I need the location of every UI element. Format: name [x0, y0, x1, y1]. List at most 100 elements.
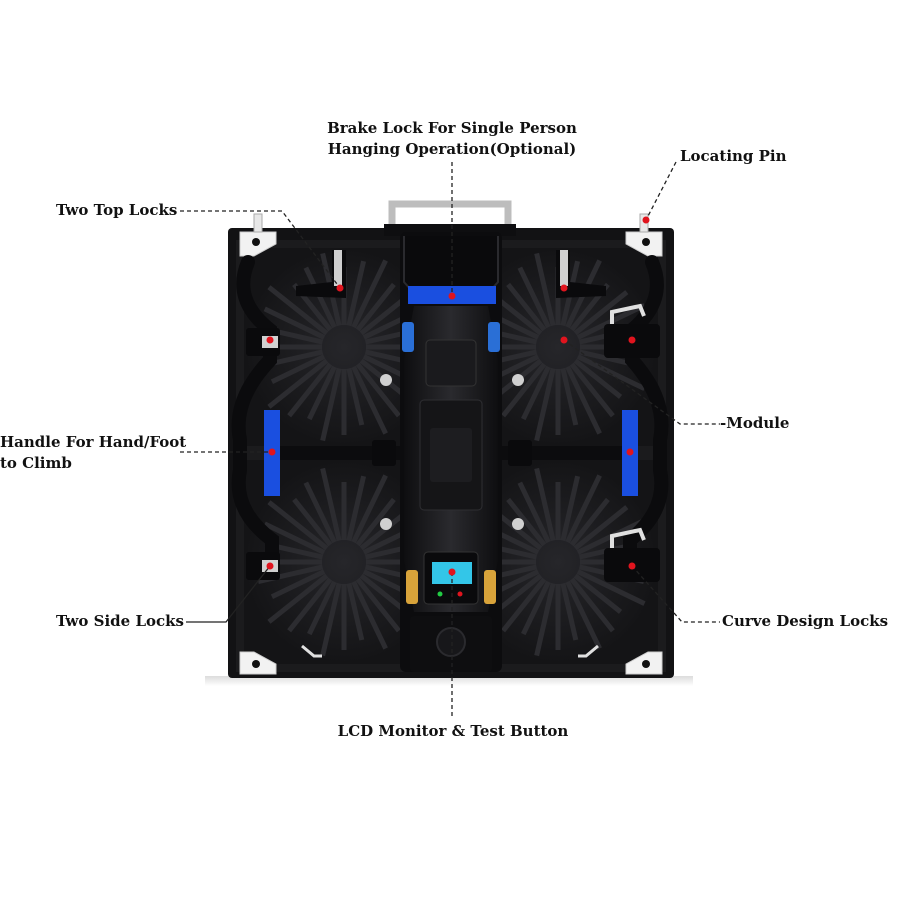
module-ray: [303, 481, 337, 544]
red-dot-icon: [266, 336, 274, 344]
module-ray: [355, 282, 396, 332]
module-ray: [359, 573, 409, 614]
side-locks: [246, 328, 280, 580]
module-ray: [576, 354, 646, 391]
top-lock-right: [556, 250, 606, 298]
module-ray: [346, 260, 367, 327]
module-ray: [501, 362, 547, 418]
module-ray: [307, 580, 337, 636]
module-ray: [565, 580, 602, 650]
module-ray: [270, 569, 326, 599]
red-markers: [266, 216, 650, 576]
side-rails: [231, 255, 669, 567]
module-ray: [292, 497, 333, 547]
callout-lcd-monitor: LCD Monitor & Test Button: [300, 721, 606, 742]
module-ray: [351, 580, 388, 650]
brass-connector-left: [406, 570, 418, 604]
module-ray: [351, 365, 388, 435]
module-ray: [517, 481, 551, 544]
module-ray: [346, 475, 367, 542]
red-dot-icon: [448, 292, 456, 300]
floor-shadow: [205, 676, 693, 686]
red-dot-icon: [642, 216, 650, 224]
leader-side-locks: [186, 565, 271, 623]
test-led-red: [457, 591, 463, 597]
red-dot-icon: [268, 448, 276, 456]
red-dot-icon: [336, 284, 344, 292]
module-ray: [560, 582, 579, 641]
red-dot-icon: [560, 284, 568, 292]
module-ray: [573, 505, 629, 551]
red-dot-icon: [448, 568, 456, 576]
top-carry-handle: [388, 200, 512, 232]
module-ray: [320, 467, 342, 542]
module-ray: [303, 266, 337, 329]
module-ray: [270, 354, 326, 384]
leader-lines-solid: [186, 565, 271, 623]
rail-right: [623, 255, 669, 567]
module-ray: [506, 497, 547, 547]
red-dot-icon: [626, 448, 634, 456]
module-ray: [506, 282, 547, 332]
callout-brake-lock: Brake Lock For Single Person Hanging Ope…: [316, 118, 588, 160]
screw-1: [380, 374, 392, 386]
module-ray: [560, 475, 581, 542]
module-ray: [355, 362, 401, 418]
bracket-hole-bl: [252, 660, 260, 668]
module-screws: [380, 374, 524, 530]
spine-rib-3: [430, 428, 472, 482]
top-lock-left-lever: [334, 250, 342, 286]
leader-module: [563, 339, 720, 425]
module-ray: [267, 500, 329, 551]
callout-lcd-monitor-text: LCD Monitor & Test Button: [337, 722, 569, 740]
bottom-latch-left: [301, 644, 322, 658]
module-ray: [355, 577, 401, 633]
leader-top-locks: [180, 210, 341, 289]
callout-two-side-locks: Two Side Locks: [56, 611, 184, 632]
module-ray: [534, 467, 556, 542]
module-ray: [267, 573, 329, 624]
spine-rib-1: [425, 339, 477, 387]
module-ray: [351, 474, 388, 544]
module-ray: [320, 367, 342, 442]
module-ray: [565, 365, 602, 435]
top-lock-left: [296, 250, 346, 298]
brass-connector-right: [484, 570, 496, 604]
mid-bar-left: [272, 446, 400, 460]
leader-lines: [180, 161, 720, 718]
mid-bar-left-clip: [372, 440, 396, 466]
callout-two-side-locks-text: Two Side Locks: [56, 612, 184, 630]
module-ray: [569, 362, 615, 418]
curve-lock-upper-lever: [610, 303, 646, 324]
screw-2: [512, 374, 524, 386]
module-ray: [569, 497, 610, 547]
module-ray: [346, 582, 365, 641]
red-dot-icon: [266, 562, 274, 570]
bottom-latches: [301, 644, 599, 658]
mid-bar-right-clip: [508, 440, 532, 466]
module-ray: [501, 577, 547, 633]
module-ray: [565, 474, 602, 544]
callout-locating-pin: Locating Pin: [680, 146, 787, 167]
mid-bar-right: [502, 446, 632, 460]
curve-lock-lower-lever: [610, 527, 646, 548]
callout-two-top-locks-text: Two Top Locks: [56, 201, 178, 219]
module-ray: [534, 367, 556, 442]
module-ray: [573, 358, 623, 399]
module-ray: [263, 306, 326, 340]
test-led-green: [437, 591, 443, 597]
module-ray: [534, 252, 556, 327]
module-ray: [287, 362, 333, 418]
central-spine: [400, 232, 502, 672]
module-ray: [569, 577, 615, 633]
callout-module-text: -Module: [720, 414, 790, 432]
leader-curve-locks: [631, 565, 720, 623]
red-dot-icon: [628, 562, 636, 570]
callout-module: -Module: [720, 413, 789, 434]
bracket-hole-tr: [642, 238, 650, 246]
module-ray: [355, 497, 396, 547]
module-ray: [534, 582, 556, 657]
callout-brake-lock-line2: Hanging Operation(Optional): [327, 140, 577, 158]
